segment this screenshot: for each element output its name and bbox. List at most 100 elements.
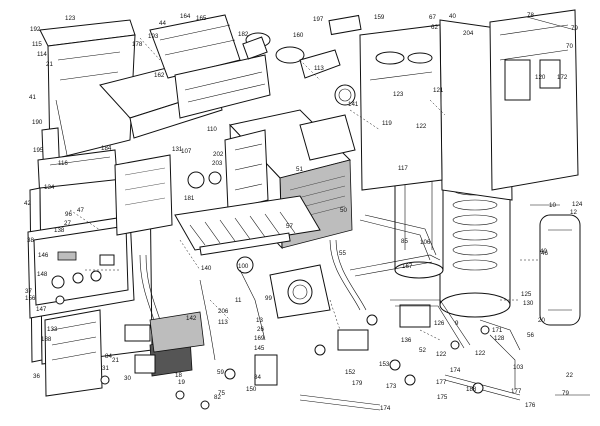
callout-number: 122 [416, 123, 427, 130]
callout-number: 123 [65, 15, 76, 22]
callout-number: 82 [214, 394, 221, 401]
callout-number: 51 [296, 166, 303, 173]
callout-number: 140 [201, 265, 212, 272]
callout-number: 177 [511, 388, 522, 395]
callout-number: 55 [339, 250, 346, 257]
callout-number: 126 [434, 320, 445, 327]
callout-number: 78 [527, 12, 534, 19]
callout-number: 41 [29, 94, 36, 101]
callout-number: 134 [44, 184, 55, 191]
callout-number: 146 [38, 252, 49, 259]
callout-number: 57 [286, 223, 293, 230]
callout-number: 113 [218, 319, 228, 326]
callout-number: 174 [380, 405, 391, 412]
callout-number: 59 [217, 369, 224, 376]
callout-number: 75 [218, 390, 225, 397]
callout-number: 148 [37, 271, 48, 278]
callout-number: 46 [541, 250, 548, 257]
callout-number: 37 [25, 288, 32, 295]
callout-number: 40 [449, 13, 456, 20]
callout-number: 177 [436, 379, 447, 386]
callout-number: 47 [77, 207, 84, 214]
callout-number: 131 [172, 146, 183, 153]
callout-number: 110 [207, 126, 217, 133]
callout-number: 56 [527, 332, 534, 339]
callout-number: 159 [374, 14, 385, 21]
callout-number: 50 [340, 207, 347, 214]
callout-number: 122 [475, 350, 486, 357]
callout-number: 107 [181, 148, 192, 155]
callout-number: 169 [254, 335, 265, 342]
callout-number: 188 [466, 386, 477, 393]
combustion-chamber [114, 109, 356, 250]
callout-number: 190 [32, 119, 43, 126]
callout-number: 182 [238, 31, 249, 38]
callout-number: 117 [398, 165, 408, 172]
flue-pipes [242, 14, 362, 106]
callout-number: 13 [256, 317, 263, 324]
callout-number: 85 [401, 238, 408, 245]
callout-number: 173 [386, 383, 397, 390]
callout-number: 36 [33, 373, 40, 380]
callout-number: 184 [101, 145, 112, 152]
callout-number: 130 [523, 300, 534, 307]
callout-number: 181 [184, 195, 195, 202]
callout-number: 114 [37, 51, 47, 58]
callout-number: 106 [420, 239, 431, 246]
callout-number: 116 [58, 160, 68, 167]
callout-number: 147 [36, 306, 47, 313]
callout-number: 128 [494, 335, 505, 342]
callout-number: 188 [41, 336, 52, 343]
callout-number: 152 [345, 369, 356, 376]
callout-number: 27 [64, 220, 71, 227]
callout-number: 67 [429, 14, 436, 21]
callout-number: 10 [549, 202, 556, 209]
callout-number: 142 [186, 315, 197, 322]
callout-number: 171 [492, 327, 503, 334]
callout-number: 176 [525, 402, 536, 409]
callout-number: 103 [513, 364, 524, 371]
callout-number: 197 [313, 16, 324, 23]
callout-number: 136 [401, 337, 412, 344]
callout-number: 18 [175, 372, 182, 379]
callout-number: 179 [352, 380, 363, 387]
callout-number: 70 [566, 43, 573, 50]
callout-number: 195 [33, 147, 44, 154]
callout-number: 79 [562, 390, 569, 397]
gas-valve [124, 311, 205, 374]
control-panel [27, 215, 135, 397]
callout-number: 12 [570, 209, 577, 216]
burner [174, 195, 321, 256]
callout-number: 100 [238, 263, 249, 270]
callout-number: 119 [382, 120, 392, 127]
callout-number: 153 [379, 361, 390, 368]
callout-number: 26 [257, 326, 264, 333]
callout-labels: 1231921151142141190195423814614837156147… [24, 12, 583, 412]
callout-number: 11 [235, 297, 242, 304]
expansion-vessel [539, 214, 581, 326]
callout-number: 19 [178, 379, 185, 386]
callout-number: 52 [419, 347, 426, 354]
callout-number: 40 [540, 248, 547, 255]
callout-number: 9 [455, 320, 459, 327]
callout-number: 20 [538, 317, 545, 324]
callout-number: 193 [148, 33, 159, 40]
callout-number: 124 [572, 201, 583, 208]
callout-number: 162 [154, 72, 165, 79]
callout-number: 84 [254, 374, 261, 381]
callout-number: 122 [436, 351, 447, 358]
callout-number: 99 [265, 295, 272, 302]
hydraulic-group [149, 171, 431, 386]
callout-number: 123 [393, 91, 404, 98]
callout-number: 165 [196, 15, 207, 22]
callout-number: 204 [463, 30, 474, 37]
callout-number: 175 [437, 394, 448, 401]
callout-number: 174 [450, 367, 461, 374]
callout-number: 133 [47, 326, 58, 333]
callout-number: 156 [25, 295, 36, 302]
callout-number: 21 [112, 357, 119, 364]
leader-lines [69, 37, 540, 341]
callout-number: 138 [54, 227, 65, 234]
